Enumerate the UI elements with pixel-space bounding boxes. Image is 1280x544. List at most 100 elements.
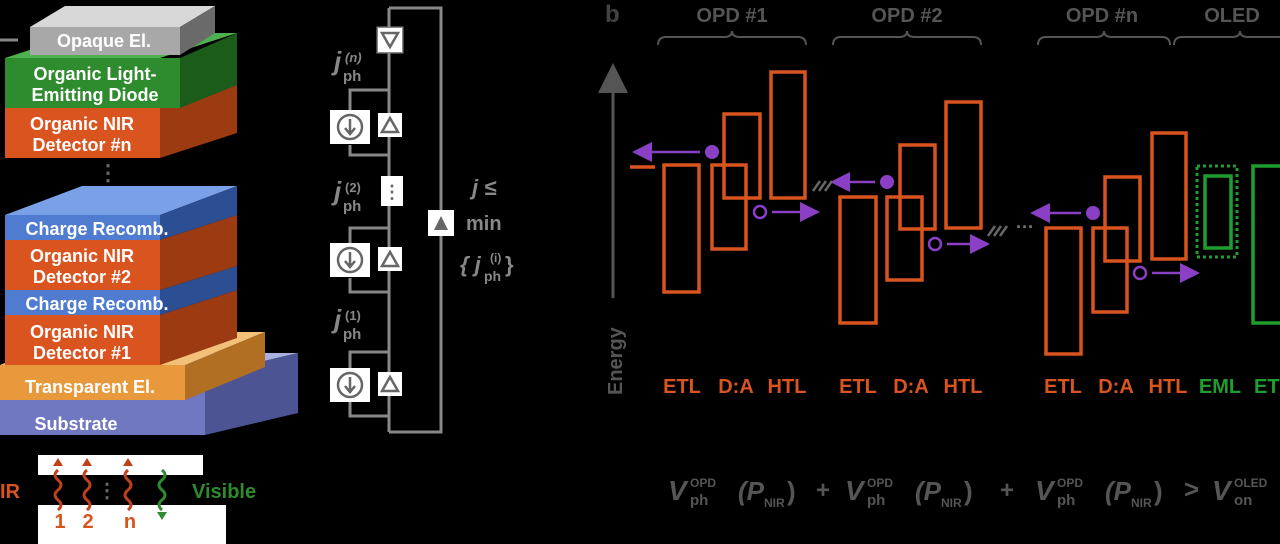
label-htl-1: HTL — [768, 376, 807, 398]
opd-2-bands — [838, 100, 983, 325]
detector-1-line1: Organic NIR — [30, 322, 134, 342]
j1-main: j — [331, 304, 342, 334]
eq-t4-main: V — [1212, 475, 1233, 506]
legend-n: n — [124, 511, 136, 533]
eq-t3-argsub: NIR — [1131, 496, 1152, 510]
label-da-1: D:A — [718, 376, 754, 398]
circuit-ellipsis: ⋮ — [383, 182, 401, 202]
layer-recomb-a: Charge Recomb. — [5, 186, 237, 240]
opd-1-bands — [630, 70, 807, 294]
voltage-equation: V OPD ph (P NIR ) + V OPD ph (P NIR ) + … — [668, 474, 1268, 510]
opaque-electrode-label: Opaque El. — [57, 31, 151, 51]
eq-plus-2: + — [1000, 477, 1014, 504]
opd-n-bands — [1044, 131, 1188, 356]
detector-2-line2: Detector #2 — [33, 267, 131, 287]
eq-t3-close: ) — [1154, 476, 1163, 506]
energy-axis-label: Energy — [605, 326, 627, 395]
j2-sup: (2) — [345, 180, 361, 195]
group-oled: OLED — [1204, 5, 1260, 27]
label-etl-1: ETL — [663, 376, 701, 398]
layer-opaque-electrode: Opaque El. — [30, 6, 215, 55]
eq-t3-main: V — [1035, 475, 1056, 506]
legend-ellipsis: ⋮ — [97, 480, 117, 502]
visible-wave — [157, 468, 167, 520]
recomb-a-label: Charge Recomb. — [25, 219, 168, 239]
j1-sup: (1) — [345, 308, 361, 323]
oled-bands — [1195, 164, 1280, 325]
eq-t4-sub: on — [1234, 492, 1252, 509]
eq-t3-arg: (P — [1105, 476, 1132, 506]
label-eml: EML — [1199, 376, 1241, 398]
eq-t1-sub: ph — [690, 492, 708, 509]
legend-1: 1 — [54, 511, 65, 533]
eq-t2-sub: ph — [867, 492, 885, 509]
eq-t1-main: V — [668, 475, 689, 506]
group-opd-1: OPD #1 — [696, 5, 767, 27]
eq-t1-argsub: NIR — [764, 496, 785, 510]
layer-recomb-b: Charge Recomb. — [5, 266, 237, 315]
jn-main: j — [331, 46, 342, 76]
legend-2: 2 — [82, 511, 93, 533]
device-stack: Substrate Transparent El. Organic NIR De… — [0, 6, 298, 435]
condition-line3: { j — [460, 252, 482, 277]
carriers — [632, 142, 1200, 283]
detector-n-line1: Organic NIR — [30, 114, 134, 134]
eq-plus-1: + — [816, 477, 830, 504]
jn-sup: (n) — [345, 50, 362, 65]
ir-wave-2 — [82, 458, 92, 512]
condition-sup: (i) — [490, 251, 501, 265]
group-headers: OPD #1 OPD #2 OPD #n OLED — [696, 5, 1259, 27]
opd-ellipsis: ··· — [1016, 217, 1034, 237]
j2-main: j — [331, 176, 342, 206]
condition-line1: j ≤ — [469, 175, 496, 200]
circuit-components: ⋮ — [330, 28, 454, 402]
panel-label-b: b — [605, 1, 620, 28]
detector-n-line2: Detector #n — [32, 135, 131, 155]
recomb-b-label: Charge Recomb. — [25, 294, 168, 314]
condition-sub: ph — [484, 268, 501, 284]
group-opd-2: OPD #2 — [871, 5, 942, 27]
ir-wave-n — [123, 458, 133, 512]
label-da-2: D:A — [893, 376, 929, 398]
visible-label: Visible — [192, 481, 256, 503]
eq-t3-sub: ph — [1057, 492, 1075, 509]
oled-line2: Emitting Diode — [32, 85, 159, 105]
label-etl-2: ETL — [839, 376, 877, 398]
condition-line2: min — [466, 213, 502, 235]
circuit-labels: j (n) ph j (2) ph j (1) ph j ≤ min { j (… — [331, 46, 514, 343]
ir-wave-1 — [53, 458, 63, 512]
eq-t2-argsub: NIR — [941, 496, 962, 510]
group-braces — [657, 30, 1280, 46]
eq-gt: > — [1184, 474, 1199, 504]
detector-1-line2: Detector #1 — [33, 343, 131, 363]
eq-t2-sup: OPD — [867, 476, 893, 490]
label-etl-oled: ET — [1254, 376, 1280, 398]
ir-label: IR — [0, 481, 21, 503]
eq-t4-sup: OLED — [1234, 476, 1268, 490]
eq-t3-sup: OPD — [1057, 476, 1083, 490]
group-opd-n: OPD #n — [1066, 5, 1138, 27]
label-htl-2: HTL — [944, 376, 983, 398]
label-da-n: D:A — [1098, 376, 1134, 398]
eq-t2-close: ) — [964, 476, 973, 506]
transparent-electrode-label: Transparent El. — [25, 377, 155, 397]
jn-sub: ph — [343, 68, 361, 85]
substrate-label: Substrate — [34, 414, 117, 434]
j1-sub: ph — [343, 326, 361, 343]
j2-sub: ph — [343, 198, 361, 215]
oled-line1: Organic Light- — [34, 64, 157, 84]
layer-detector-1: Organic NIR Detector #1 — [5, 290, 237, 365]
energy-axis: Energy — [598, 63, 628, 395]
layer-labels: ETL D:A HTL ETL D:A HTL ETL D:A HTL EML … — [663, 376, 1279, 398]
eq-t2-arg: (P — [915, 476, 942, 506]
label-htl-n: HTL — [1149, 376, 1188, 398]
stack-ellipsis: ⋮ — [97, 160, 119, 185]
label-etl-n: ETL — [1044, 376, 1082, 398]
recombination-marks — [811, 180, 1009, 237]
light-legend: IR Visible ⋮ 1 2 n — [0, 455, 256, 544]
condition-end: } — [505, 252, 514, 277]
eq-t1-sup: OPD — [690, 476, 716, 490]
eq-t2-main: V — [845, 475, 866, 506]
